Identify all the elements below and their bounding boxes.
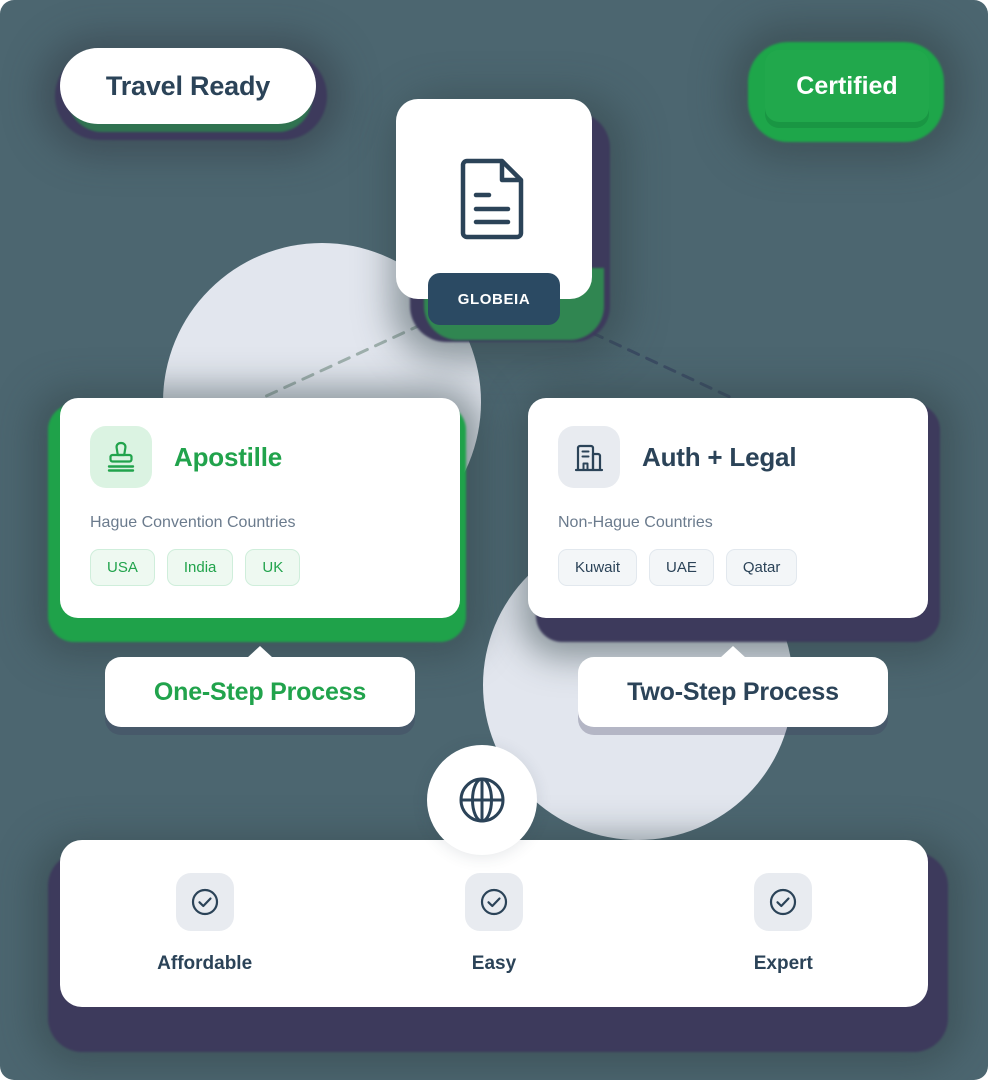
auth-legal-chip[interactable]: UAE — [649, 549, 714, 586]
check-circle-icon — [770, 888, 797, 915]
pill-notch-icon — [247, 646, 273, 658]
apostille-card-header: Apostille — [90, 426, 430, 488]
feature-label: Affordable — [157, 952, 253, 974]
stamp-icon-container — [90, 426, 152, 488]
feature-item-expert[interactable]: Expert — [683, 872, 883, 975]
check-circle-icon-container — [175, 872, 234, 931]
travel-ready-badge[interactable]: Travel Ready — [60, 48, 316, 124]
auth-legal-chip[interactable]: Qatar — [725, 549, 798, 586]
feature-label: Expert — [753, 952, 813, 974]
apostille-card[interactable]: Apostille Hague Convention Countries USA… — [60, 398, 460, 618]
globeia-label: GLOBEIA — [457, 290, 531, 308]
auth-legal-title: Auth + Legal — [642, 441, 797, 472]
two-step-process-pill[interactable]: Two-Step Process — [578, 646, 888, 727]
apostille-chip-row: USA India UK — [90, 549, 430, 586]
apostille-chip[interactable]: India — [166, 549, 234, 586]
document-file-icon — [460, 158, 524, 240]
certified-label: Certified — [796, 71, 898, 100]
travel-ready-label: Travel Ready — [105, 70, 271, 101]
feature-item-easy[interactable]: Easy — [394, 872, 594, 975]
check-circle-icon-container — [754, 872, 813, 931]
connector-line-left — [260, 314, 442, 400]
two-step-process-label: Two-Step Process — [627, 677, 839, 706]
one-step-process-pill[interactable]: One-Step Process — [105, 646, 415, 727]
apostille-chip[interactable]: UK — [245, 549, 301, 586]
certified-badge[interactable]: Certified — [765, 50, 929, 122]
check-circle-icon-container — [464, 872, 523, 931]
check-circle-icon — [480, 888, 508, 915]
auth-legal-chip[interactable]: Kuwait — [558, 549, 638, 586]
pill-notch-icon — [720, 646, 746, 658]
connector-line-right — [554, 314, 734, 400]
auth-legal-card[interactable]: Auth + Legal Non-Hague Countries Kuwait … — [528, 398, 928, 618]
one-step-process-label: One-Step Process — [153, 677, 367, 706]
apostille-subtitle: Hague Convention Countries — [90, 514, 296, 531]
globe-badge[interactable] — [427, 745, 537, 855]
feature-label: Easy — [471, 952, 517, 974]
apostille-title: Apostille — [174, 441, 282, 472]
apostille-chip[interactable]: USA — [90, 549, 155, 586]
auth-legal-card-header: Auth + Legal — [558, 426, 898, 488]
features-bar: Affordable Easy Expert — [60, 840, 928, 1007]
globeia-tag: GLOBEIA — [428, 273, 560, 325]
document-card[interactable] — [396, 99, 592, 299]
building-icon — [574, 444, 604, 472]
auth-legal-chip-row: Kuwait UAE Qatar — [558, 549, 898, 586]
auth-legal-subtitle: Non-Hague Countries — [558, 514, 713, 531]
stamp-icon — [107, 441, 135, 472]
feature-item-affordable[interactable]: Affordable — [105, 872, 305, 975]
globe-icon — [459, 777, 505, 823]
check-circle-icon — [191, 888, 218, 915]
building-icon-container — [558, 426, 620, 488]
